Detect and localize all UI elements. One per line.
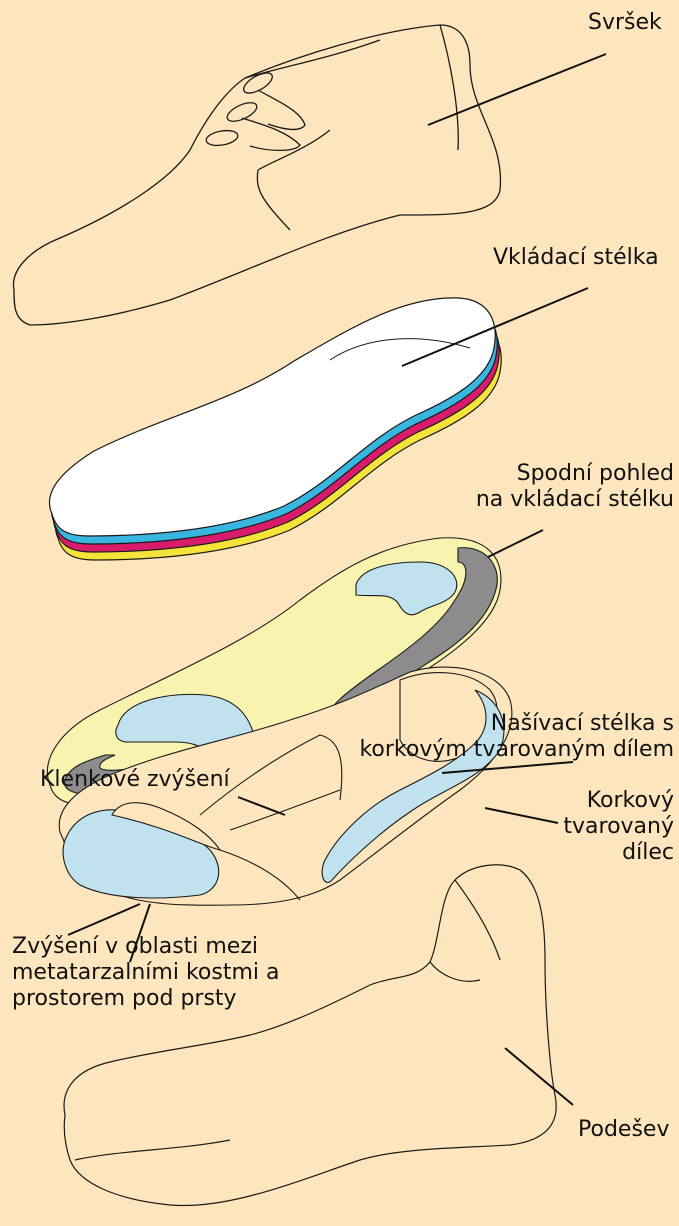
label-cork-line-1: Korkový (563, 788, 674, 814)
label-sole: Podešev (578, 1117, 669, 1143)
label-cork-line-3: dílec (563, 840, 674, 866)
label-metatarsal-line-2: metatarzalními kostmi a (12, 960, 279, 986)
label-insert-bottom: Spodní pohled na vkládací stélku (476, 461, 674, 513)
label-insert-insole: Vkládací stélka (493, 245, 659, 271)
label-metatarsal: Zvýšení v oblasti mezi metatarzalními ko… (12, 934, 279, 1012)
label-metatarsal-line-1: Zvýšení v oblasti mezi (12, 934, 279, 960)
label-sewn-insole-line-1: Našívací stélka s (359, 711, 674, 737)
label-insert-bottom-line-1: Spodní pohled (476, 461, 674, 487)
label-sewn-insole: Našívací stélka s korkovým tvarovaným dí… (359, 711, 674, 763)
label-metatarsal-line-3: prostorem pod prsty (12, 986, 279, 1012)
label-cork: Korkový tvarovaný dílec (563, 788, 674, 866)
label-cork-line-2: tvarovaný (563, 814, 674, 840)
label-sewn-insole-line-2: korkovým tvarovaným dílem (359, 737, 674, 763)
label-arch: Klenkové zvýšení (40, 767, 230, 793)
label-upper: Svršek (588, 10, 662, 36)
label-insert-bottom-line-2: na vkládací stélku (476, 487, 674, 513)
